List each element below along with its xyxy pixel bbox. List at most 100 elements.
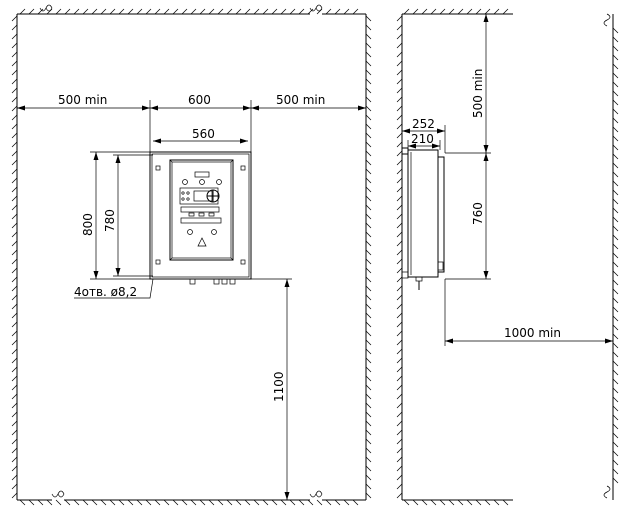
hatch-mark [457,8,464,15]
hatch-mark [199,8,206,15]
hatch-mark [396,159,403,166]
hatch-mark [352,8,359,15]
hatch-mark [396,78,403,85]
hatch-mark [466,499,473,506]
hatch-mark [365,438,372,445]
hatch-mark [316,499,323,506]
hatch-mark [11,60,18,67]
hatch-mark [396,69,403,76]
hatch-mark [365,51,372,58]
hatch-mark [396,321,403,328]
hatch-mark [82,8,89,15]
front-horizontal-dimensions [17,100,366,152]
hatch-mark [612,252,619,259]
hatch-mark [37,499,44,506]
hatch-mark [136,499,143,506]
hatch-mark [612,297,619,304]
hatch-mark [11,366,18,373]
hatch-mark [11,159,18,166]
hatch-mark [271,499,278,506]
hatch-mark [127,8,134,15]
hatch-mark [612,315,619,322]
hatch-mark [199,499,206,506]
hatch-mark [11,213,18,220]
hatch-mark [11,96,18,103]
hatch-mark [396,402,403,409]
hatch-mark [612,45,619,52]
hatch-mark [612,198,619,205]
hatch-mark [612,72,619,79]
hatch-mark [11,168,18,175]
hatch-mark [365,366,372,373]
dim-cabinet-height: 800 [81,213,95,236]
hatch-mark [163,499,170,506]
hatch-mark [612,90,619,97]
hatch-mark [365,447,372,454]
hatch-mark [11,177,18,184]
hatch-mark [412,8,419,15]
hatch-mark [11,339,18,346]
hatch-mark [612,288,619,295]
hatch-mark [612,180,619,187]
hatch-mark [289,499,296,506]
hatch-mark [365,267,372,274]
hatch-mark [19,8,26,15]
hatch-mark [325,499,332,506]
hatch-mark [46,499,53,506]
hatch-mark [365,105,372,112]
hatch-mark [11,429,18,436]
hatch-mark [37,8,44,15]
hatch-mark [612,234,619,241]
hatch-mark [396,303,403,310]
side-wall-outline [401,13,614,501]
hatch-mark [307,8,314,15]
hatch-mark [612,162,619,169]
hatch-mark [396,420,403,427]
hatch-mark [307,499,314,506]
hatch-mark [365,456,372,463]
hatch-mark [11,15,18,22]
hatch-mark [64,8,71,15]
hatch-mark [612,225,619,232]
hatch-mark [19,499,26,506]
hatch-mark [612,135,619,142]
hatch-mark [612,432,619,439]
hatch-mark [172,8,179,15]
holes-leader [74,278,154,299]
hatch-mark [280,8,287,15]
hatch-mark [396,168,403,175]
hatch-mark [396,249,403,256]
hatch-mark [396,96,403,103]
hatch-mark [412,499,419,506]
hatch-mark [365,384,372,391]
hatch-mark [163,8,170,15]
hatch-mark [11,276,18,283]
hatch-mark [365,402,372,409]
hatch-mark [396,276,403,283]
hatch-mark [127,499,134,506]
hatch-mark [396,222,403,229]
hatch-mark [365,312,372,319]
hatch-mark [334,8,341,15]
hatch-mark [365,474,372,481]
hatch-mark [365,78,372,85]
dim-depth-total: 252 [412,117,435,131]
hatch-mark [612,378,619,385]
hatch-mark [145,499,152,506]
hatch-mark [365,123,372,130]
hatch-mark [208,499,215,506]
hatch-mark [352,499,359,506]
hatch-mark [365,375,372,382]
front-wall-hatching [11,8,372,506]
hatch-mark [612,207,619,214]
hatch-mark [154,8,161,15]
hatch-mark [11,204,18,211]
hatch-mark [396,60,403,67]
hatch-mark [11,222,18,229]
hatch-mark [396,366,403,373]
hatch-mark [91,8,98,15]
hatch-mark [217,499,224,506]
hatch-mark [136,8,143,15]
hatch-mark [396,294,403,301]
hatch-mark [11,231,18,238]
